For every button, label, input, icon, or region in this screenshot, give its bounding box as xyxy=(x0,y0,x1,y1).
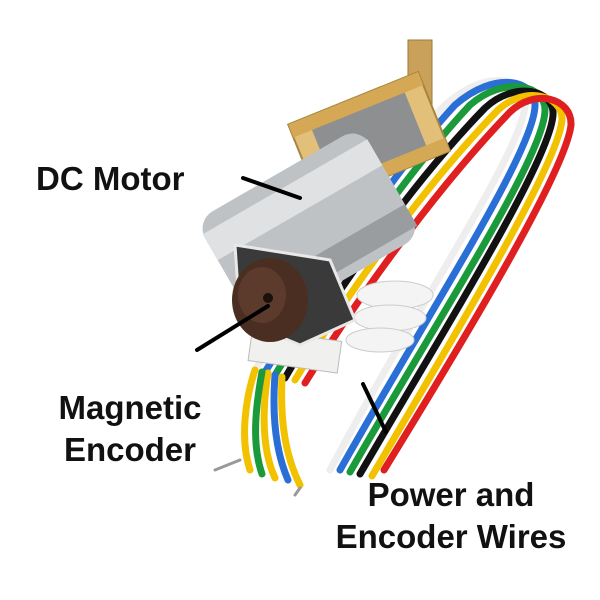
label-wires-line1: Power and xyxy=(367,476,535,513)
label-wires: Power and Encoder Wires xyxy=(318,474,584,558)
label-wires-line2: Encoder Wires xyxy=(335,518,567,555)
label-encoder-line1: Magnetic xyxy=(58,389,202,426)
wire-ends-left xyxy=(241,366,304,489)
cable-tie xyxy=(345,280,434,353)
label-dc-motor: DC Motor xyxy=(36,160,185,197)
wire-red xyxy=(301,94,575,474)
label-magnetic-encoder: Magnetic Encoder xyxy=(44,387,216,471)
leader-line-encoder xyxy=(195,304,270,352)
label-encoder-line2: Encoder xyxy=(63,431,197,468)
leader-line-wires xyxy=(361,382,388,434)
leader-line-motor xyxy=(241,176,302,200)
